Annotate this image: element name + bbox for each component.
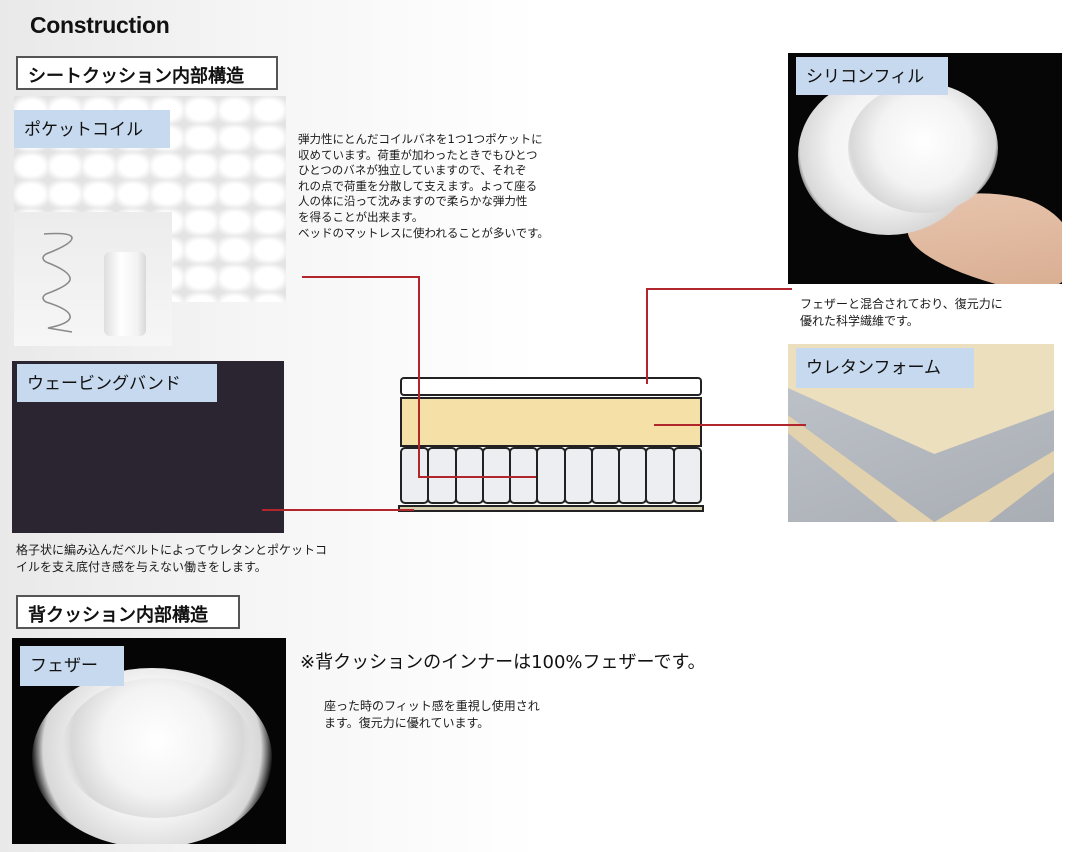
webbing-band-layer (398, 505, 704, 512)
urethane-foam-label: ウレタンフォーム (796, 348, 974, 388)
pocket-coil-leader-line (418, 276, 420, 477)
webbing-band-label: ウェービングバンド (17, 364, 217, 402)
pocket-coil-leader-line (302, 276, 420, 278)
coil-cell (618, 447, 648, 504)
silicon-fill-leader-line (646, 288, 792, 290)
silicon-fill-leader-line (646, 288, 648, 384)
feather-photo: フェザー (12, 638, 286, 844)
coil-cell (509, 447, 539, 504)
silicon-fill-photo: シリコンフィル (788, 53, 1062, 284)
coil-cell (645, 447, 675, 504)
fiber-fluff (848, 83, 998, 213)
back-cushion-note: ※背クッションのインナーは100%フェザーです。 (300, 652, 706, 673)
silicon-fill-description: フェザーと混合されており、復元力に 優れた科学繊維です。 (800, 297, 1003, 328)
pocket-coil-label: ポケットコイル (14, 110, 170, 148)
page-title: Construction (30, 12, 170, 38)
urethane-foam-layer (400, 397, 702, 447)
feather-label: フェザー (20, 646, 124, 686)
coil-cell (536, 447, 566, 504)
urethane-foam-photo: ウレタンフォーム (788, 344, 1054, 522)
pocket-coil-description: 弾力性にとんだコイルバネを1つ1つポケットに 収めています。荷重が加わったときで… (298, 132, 549, 240)
webbing-band-leader-line (262, 509, 414, 511)
wrapped-coil-icon (104, 252, 146, 336)
webbing-band-description: 格子状に編み込んだベルトによってウレタンとポケットコ イルを支え底付き感を与えな… (16, 543, 328, 574)
silicon-fill-layer (400, 377, 702, 396)
coil-spring-icon (42, 232, 73, 333)
silicon-fill-label: シリコンフィル (796, 57, 948, 95)
pocket-coil-leader-line (418, 476, 536, 478)
coil-cell (672, 447, 702, 504)
coil-cell (563, 447, 593, 504)
feather-description: 座った時のフィット感を重視し使用され ます。復元力に優れています。 (324, 699, 540, 730)
urethane-foam-leader-line (654, 424, 806, 426)
feather-pile (62, 678, 252, 818)
back-cushion-heading: 背クッション内部構造 (16, 595, 240, 629)
cushion-cross-section-diagram (398, 377, 704, 515)
pocket-coil-layer (400, 447, 702, 504)
seat-cushion-heading: シートクッション内部構造 (16, 56, 278, 90)
coil-cell (590, 447, 621, 504)
